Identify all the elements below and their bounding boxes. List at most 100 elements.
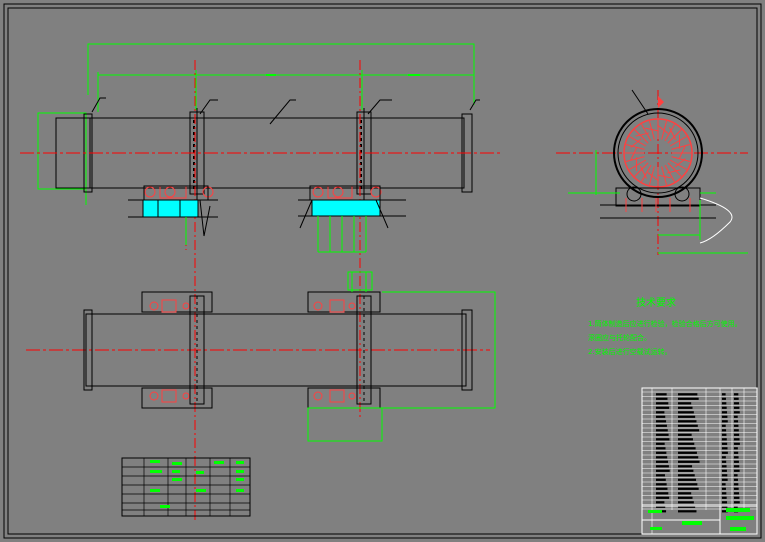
lifter-line — [648, 120, 655, 140]
parts-cell-glyph — [656, 505, 666, 508]
parts-cell-glyph — [734, 406, 740, 409]
parts-cell-glyph — [678, 496, 693, 499]
parts-cell-glyph — [734, 474, 738, 477]
parts-list-table — [641, 387, 758, 535]
parts-cell-glyph — [734, 438, 740, 441]
parts-cell-glyph — [678, 442, 695, 445]
front-dimension-chain — [37, 43, 475, 205]
parts-cell-glyph — [656, 411, 665, 414]
parts-cell-glyph — [734, 460, 739, 463]
parts-cell-glyph — [722, 438, 727, 441]
side-chute — [699, 197, 733, 244]
parts-cell-glyph — [678, 487, 699, 490]
parts-cell-glyph — [734, 420, 739, 423]
parts-cell-glyph — [722, 393, 726, 396]
side-section-view — [556, 89, 748, 255]
spec-table — [121, 457, 251, 517]
parts-cell-glyph — [678, 393, 698, 396]
parts-cell-glyph — [656, 501, 665, 504]
parts-cell-glyph — [656, 478, 666, 481]
parts-cell-glyph — [722, 433, 727, 436]
top-plan-view — [26, 271, 496, 442]
lifter-line — [671, 143, 691, 150]
lifter-hook — [630, 138, 642, 148]
parts-cell-glyph — [678, 411, 694, 414]
parts-cell-glyph — [722, 483, 726, 486]
parts-cell-glyph — [656, 429, 668, 432]
parts-cell-glyph — [722, 411, 728, 414]
parts-cell-glyph — [734, 487, 739, 490]
parts-cell-glyph — [722, 442, 728, 445]
parts-cell-glyph — [722, 451, 728, 454]
side-arrow-mark — [658, 96, 664, 108]
plan-left-support — [141, 291, 213, 409]
tech-title: 技术要求 — [636, 296, 676, 309]
parts-cell-glyph — [722, 505, 728, 508]
parts-list-rows — [642, 391, 757, 510]
parts-cell-glyph — [722, 420, 728, 423]
parts-cell-glyph — [678, 492, 692, 495]
lifter-line — [667, 129, 682, 144]
parts-cell-glyph — [722, 469, 727, 472]
parts-cell-glyph — [678, 451, 697, 454]
lifter-hook — [645, 127, 659, 132]
parts-cell-glyph — [722, 501, 728, 504]
plan-drum-shell — [83, 309, 473, 391]
parts-cell-glyph — [656, 469, 670, 472]
side-drum-rings — [613, 108, 703, 198]
parts-cell-glyph — [678, 402, 692, 405]
lifter-hook — [630, 147, 638, 161]
lifter-hook — [666, 169, 681, 174]
parts-cell-glyph — [678, 420, 697, 423]
lifter-line — [667, 162, 682, 177]
parts-cell-glyph — [656, 415, 666, 418]
parts-cell-glyph — [656, 451, 667, 454]
parts-cell-glyph — [678, 397, 699, 400]
parts-cell-glyph — [734, 447, 738, 450]
plan-rollers — [149, 299, 356, 403]
lifter-line — [661, 166, 668, 186]
parts-cell-glyph — [734, 393, 739, 396]
parts-cell-glyph — [656, 474, 665, 477]
tech-line-3: 2.安装后进行空载试运转。 — [588, 347, 672, 356]
parts-cell-glyph — [656, 420, 667, 423]
parts-cell-glyph — [722, 424, 726, 427]
parts-cell-glyph — [734, 415, 738, 418]
parts-cell-glyph — [656, 433, 669, 436]
front-elevation-view — [20, 43, 500, 520]
lifter-line — [669, 136, 687, 147]
lifter-hook — [647, 172, 659, 182]
lifter-hook — [657, 174, 671, 179]
parts-cell-glyph — [734, 456, 739, 459]
left-roller-support — [128, 185, 218, 245]
parts-cell-glyph — [656, 393, 667, 396]
parts-cell-glyph — [678, 460, 700, 463]
parts-cell-glyph — [678, 429, 700, 432]
side-dimensions — [568, 150, 748, 254]
parts-cell-glyph — [734, 505, 738, 508]
parts-cell-glyph — [734, 492, 740, 495]
parts-cell-glyph — [734, 483, 739, 486]
parts-cell-glyph — [656, 465, 669, 468]
parts-cell-glyph — [656, 406, 670, 409]
parts-cell-glyph — [656, 397, 668, 400]
tech-line-1: 1.筒体制造后应进行检验，检验合格后方可使用。 — [588, 319, 742, 328]
lifter-line — [671, 156, 691, 163]
parts-cell-glyph — [678, 501, 694, 504]
lifter-hook — [674, 158, 686, 168]
lifter-line — [634, 162, 649, 177]
lifter-line — [664, 124, 675, 142]
right-roller-support — [298, 185, 406, 253]
parts-cell-glyph — [722, 397, 726, 400]
parts-list-columns — [651, 388, 745, 534]
parts-cell-glyph — [678, 433, 692, 436]
parts-cell-glyph — [656, 496, 670, 499]
parts-cell-glyph — [734, 442, 740, 445]
parts-cell-glyph — [722, 492, 727, 495]
lifter-line — [634, 129, 649, 144]
lifter-hook — [635, 132, 650, 137]
lifter-line — [641, 124, 652, 142]
lifter-line — [625, 143, 645, 150]
side-support-base — [600, 186, 716, 219]
